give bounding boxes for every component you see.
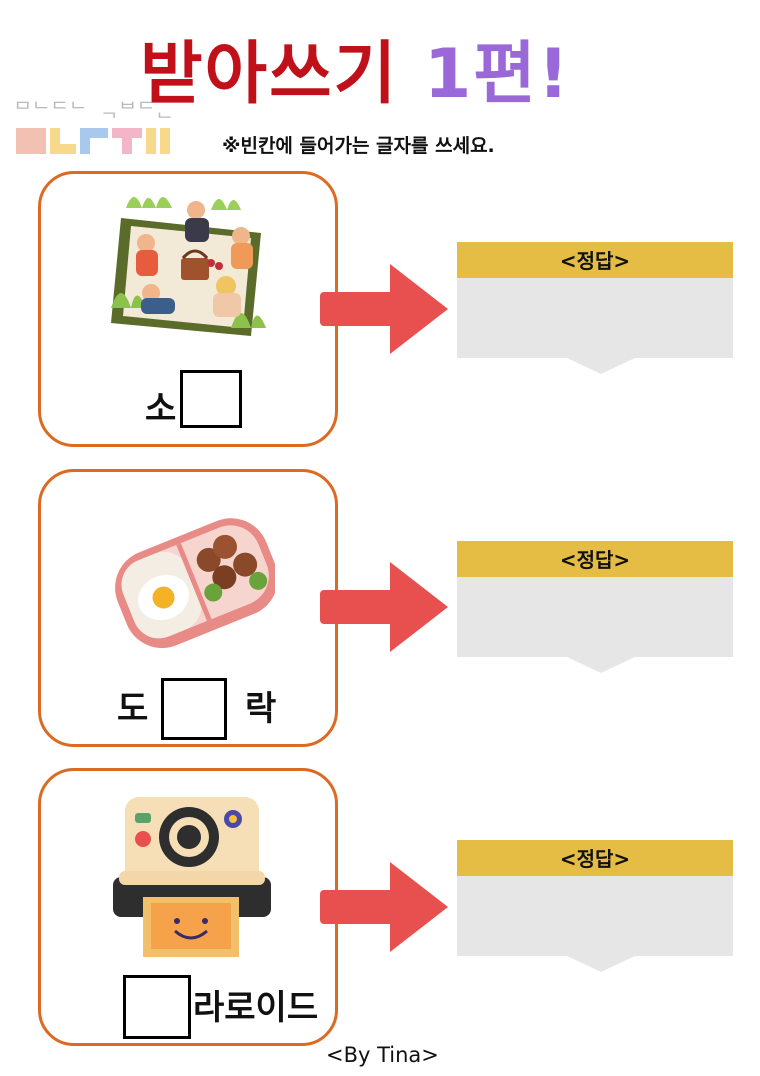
right-arrow-icon [320,862,448,952]
question-card-2: 도 락 [38,469,338,747]
blank-box[interactable] [161,678,227,740]
instruction-text: ※빈칸에 들어가는 글자를 쓰세요. [222,135,495,157]
answer-area[interactable] [457,577,733,657]
answer-box-3[interactable]: <정답> [457,840,733,972]
answer-label: <정답> [457,242,733,278]
right-arrow-icon [320,562,448,652]
question-card-3: 라로이드 [38,768,338,1046]
question-card-1: 소 [38,171,338,447]
syllable-after: 락 [245,689,277,729]
syllable-after: 라로이드 [193,988,319,1028]
answer-pointer [567,657,635,673]
picnic-illustration [111,197,266,336]
answer-label: <정답> [457,541,733,577]
answer-label: <정답> [457,840,733,876]
right-arrow-icon [320,264,448,354]
brand-logo: ᄆᄂᄃᄂ ᆨᄇᄃᆫ [14,95,174,165]
answer-area[interactable] [457,876,733,956]
title-number: 1편! [423,35,571,114]
instant-camera-illustration [113,797,271,957]
syllable-before: 소 [145,389,177,429]
answer-box-1[interactable]: <정답> [457,242,733,374]
author-credit: <By Tina> [326,1043,439,1067]
answer-pointer [567,358,635,374]
blank-box[interactable] [180,370,242,428]
answer-area[interactable] [457,278,733,358]
title-main: 받아쓰기 [140,35,399,114]
blank-box[interactable] [123,975,191,1039]
page-title: 받아쓰기 1편! [140,18,571,118]
logo-text: ᄆᄂᄃᄂ ᆨᄇᄃᆫ [14,99,175,121]
logo-blocks-icon [16,128,170,154]
answer-box-2[interactable]: <정답> [457,541,733,673]
syllable-before: 도 [117,689,149,729]
answer-pointer [567,956,635,972]
lunchbox-illustration [115,518,275,649]
